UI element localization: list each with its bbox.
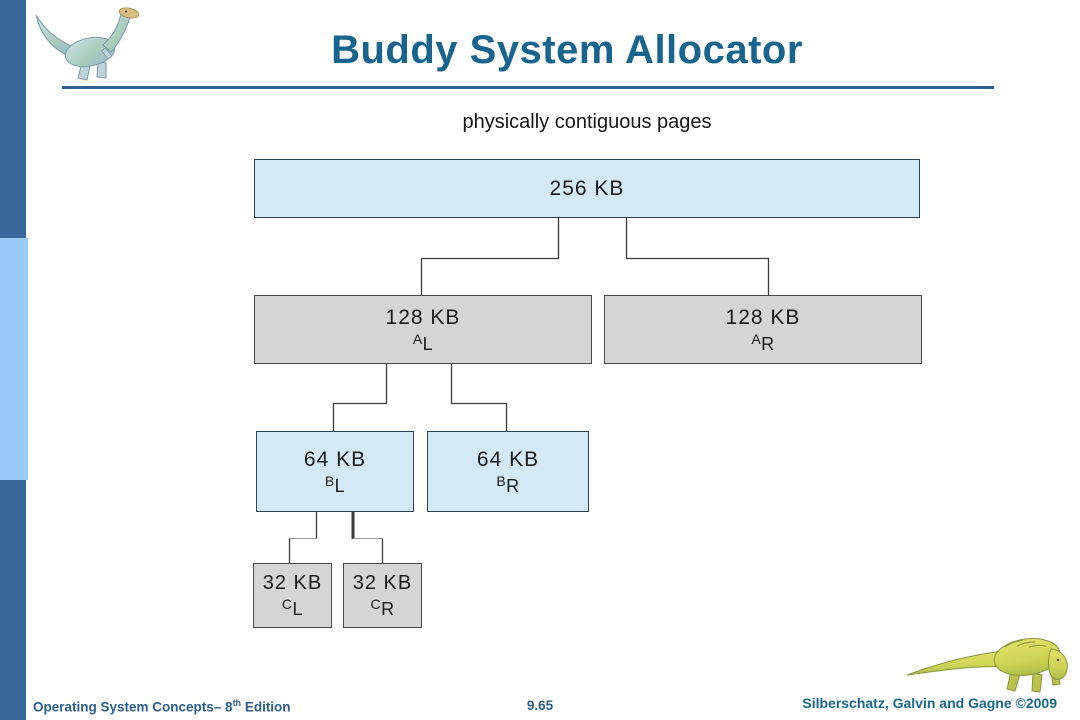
box-size-label: 128 KB	[385, 305, 461, 329]
box-var-label: BR	[496, 472, 520, 496]
box-var-label: AR	[751, 330, 775, 354]
box-size-label: 32 KB	[262, 572, 323, 594]
box-64kb-left: 64 KB BL	[256, 431, 414, 512]
box-size-label: 128 KB	[725, 305, 801, 329]
box-128kb-right: 128 KB AR	[604, 295, 922, 364]
box-size-label: 256 KB	[549, 176, 625, 200]
box-var-label: AL	[412, 330, 434, 354]
left-accent-bar-middle	[0, 238, 28, 480]
box-128kb-left: 128 KB AL	[254, 295, 592, 364]
box-var-label: BL	[324, 472, 346, 496]
left-accent-bar-bottom	[0, 480, 26, 720]
footer-page-number: 9.65	[526, 698, 554, 713]
footer-book-title: Operating System Concepts– 8th Edition	[33, 698, 291, 715]
box-size-label: 64 KB	[303, 447, 367, 471]
box-size-label: 32 KB	[352, 572, 413, 594]
box-32kb-right: 32 KB CR	[343, 563, 422, 628]
box-32kb-left: 32 KB CL	[253, 563, 332, 628]
diagram-caption: physically contiguous pages	[462, 111, 712, 133]
box-var-label: CL	[281, 596, 304, 619]
title-underline	[62, 86, 994, 89]
footer-authors: Silberschatz, Galvin and Gagne ©2009	[802, 695, 1057, 711]
left-accent-bar-top	[0, 0, 26, 238]
box-var-label: CR	[370, 596, 395, 619]
box-size-label: 64 KB	[476, 447, 540, 471]
dinosaur-icon-top-left	[35, 7, 140, 81]
page-title: Buddy System Allocator	[331, 28, 803, 72]
dinosaur-icon-bottom-right	[906, 638, 1068, 693]
box-64kb-right: 64 KB BR	[427, 431, 589, 512]
box-256kb: 256 KB	[254, 159, 920, 218]
